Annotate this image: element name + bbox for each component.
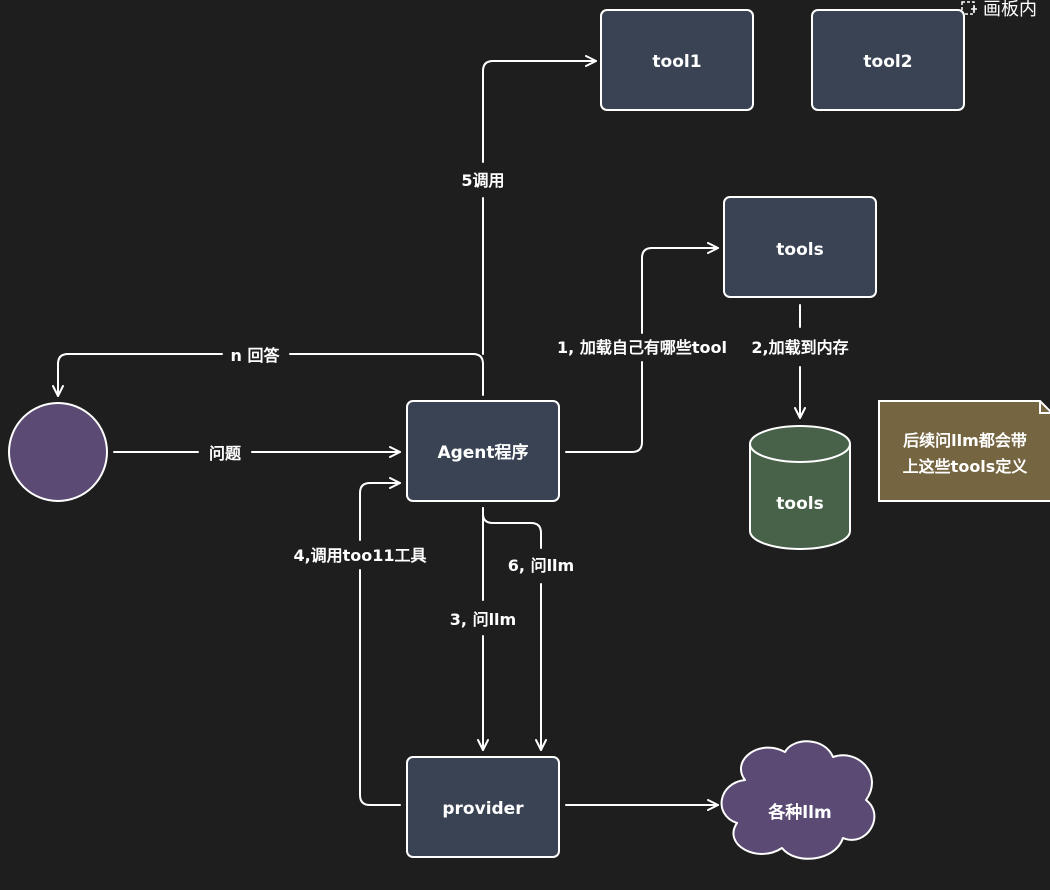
label-invoke: 5调用: [461, 171, 504, 190]
tools-database-node[interactable]: tools: [749, 425, 851, 550]
tool2-node-label: tool2: [863, 52, 912, 72]
edge-answer: [58, 353, 484, 396]
note-node[interactable]: 后续问llm都会带 上这些tools定义: [878, 400, 1050, 502]
label-ask-llm-3: 3, 问llm: [450, 610, 516, 629]
tools-box-label: tools: [776, 240, 823, 260]
agent-node[interactable]: Agent程序: [406, 400, 560, 502]
provider-node-label: provider: [442, 799, 524, 819]
label-answer: n 回答: [231, 346, 281, 365]
llm-cloud-label: 各种llm: [767, 802, 831, 823]
label-load-tools: 1, 加载自己有哪些tool: [557, 338, 727, 357]
label-ask-llm-6: 6, 问llm: [508, 556, 574, 575]
edge-invoke: [482, 61, 596, 355]
user-node[interactable]: [8, 402, 108, 502]
tool1-node[interactable]: tool1: [600, 9, 754, 111]
note-line1: 后续问llm都会带: [903, 431, 1027, 450]
tool1-node-label: tool1: [652, 52, 701, 72]
label-call-tool: 4,调用too11工具: [293, 546, 426, 565]
edge-call-tool: [359, 483, 400, 806]
canvas-hint-label: 画板内: [983, 0, 1037, 20]
edge-ask-llm-6: [482, 507, 541, 750]
tools-database-label: tools: [776, 494, 823, 514]
agent-node-label: Agent程序: [437, 442, 528, 463]
frame-add-icon: [961, 1, 977, 15]
llm-cloud-node[interactable]: 各种llm: [720, 740, 876, 860]
label-load-memory: 2,加载到内存: [751, 338, 848, 357]
label-question: 问题: [209, 444, 242, 463]
canvas-hint[interactable]: 画板内: [961, 0, 1037, 20]
edge-load-tools: [565, 248, 718, 453]
note-line2: 上这些tools定义: [903, 457, 1028, 476]
provider-node[interactable]: provider: [406, 756, 560, 858]
tool2-node[interactable]: tool2: [811, 9, 965, 111]
tools-box-node[interactable]: tools: [723, 196, 877, 298]
